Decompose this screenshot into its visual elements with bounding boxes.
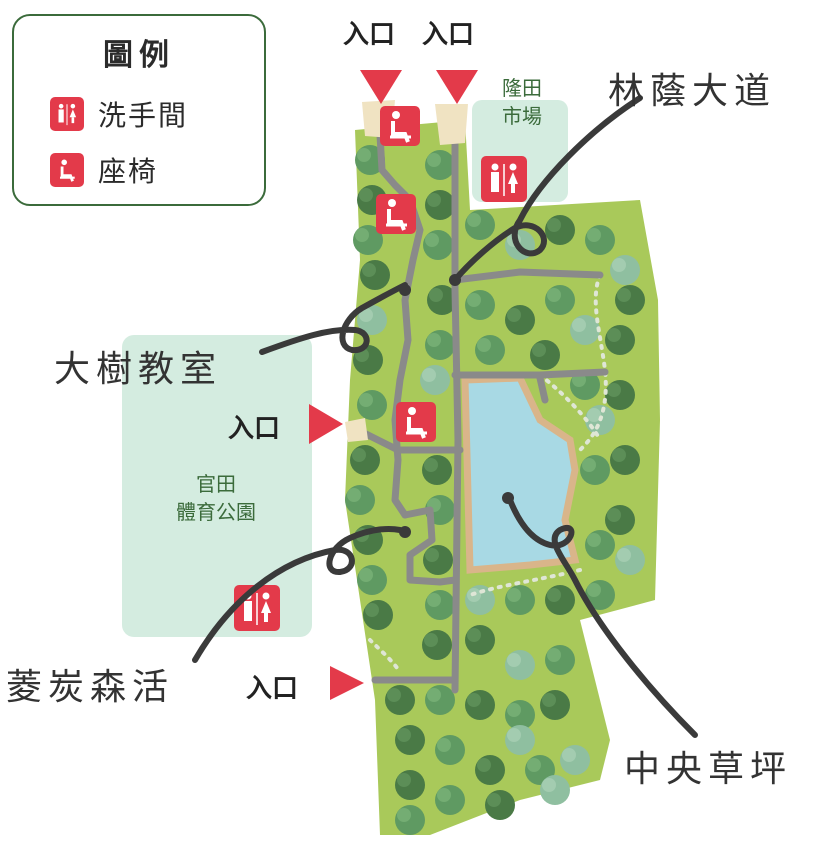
callout-ling-tan-forest: 菱炭森活 <box>6 667 175 708</box>
callout-dot <box>399 526 411 538</box>
callout-line-big-tree-classroom <box>259 282 408 355</box>
entrance-arrow <box>360 70 402 104</box>
callout-line-central-lawn <box>507 497 698 738</box>
entrance-pad <box>435 104 468 145</box>
entrance-label-middle-left: 入口 <box>228 414 281 444</box>
callout-big-tree-classroom: 大樹教室 <box>54 349 223 390</box>
place-line: 市場 <box>502 104 542 128</box>
entrance-arrow <box>309 404 343 444</box>
bench-icon[interactable] <box>396 402 436 442</box>
legend: 圖例 洗手間 座椅 <box>12 14 266 206</box>
callout-dot <box>449 274 461 286</box>
entrance-arrow <box>330 666 364 700</box>
callout-forest-avenue: 林蔭大道 <box>608 71 777 112</box>
entrance-label-bottom-left: 入口 <box>246 674 299 704</box>
walking-paths <box>358 126 609 694</box>
legend-item-bench: 座椅 <box>50 150 158 190</box>
restroom-icon[interactable] <box>234 585 280 631</box>
callout-central-lawn: 中央草坪 <box>624 749 793 790</box>
entrance-arrow <box>436 70 478 104</box>
dotted-trail <box>368 273 608 674</box>
legend-label-restroom: 洗手間 <box>98 99 189 132</box>
bench-icon[interactable] <box>380 106 420 146</box>
restroom-icon <box>50 97 84 131</box>
legend-item-restroom: 洗手間 <box>50 94 188 134</box>
central-pond <box>461 374 580 574</box>
longtian-market-label: 隆田 市場 <box>490 74 554 130</box>
callout-dot <box>399 284 411 296</box>
entrance-label-top-right: 入口 <box>422 20 475 50</box>
legend-title: 圖例 <box>103 38 175 73</box>
callout-line-ling-tan-forest <box>192 526 403 663</box>
callout-dot <box>502 492 514 504</box>
restroom-icon[interactable] <box>481 156 527 202</box>
guantian-sports-park-label: 官田 體育公園 <box>146 470 286 526</box>
entrance-pad <box>345 418 368 442</box>
legend-label-bench: 座椅 <box>98 155 159 188</box>
callout-line-forest-avenue <box>452 95 643 283</box>
guantian-sports-park-area <box>122 335 312 637</box>
place-line: 體育公園 <box>176 500 256 524</box>
entrance-label-top-left: 入口 <box>343 20 396 50</box>
bench-icon <box>50 153 84 187</box>
place-line: 隆田 <box>502 76 542 100</box>
bench-icon[interactable] <box>376 194 416 234</box>
place-line: 官田 <box>196 472 236 496</box>
